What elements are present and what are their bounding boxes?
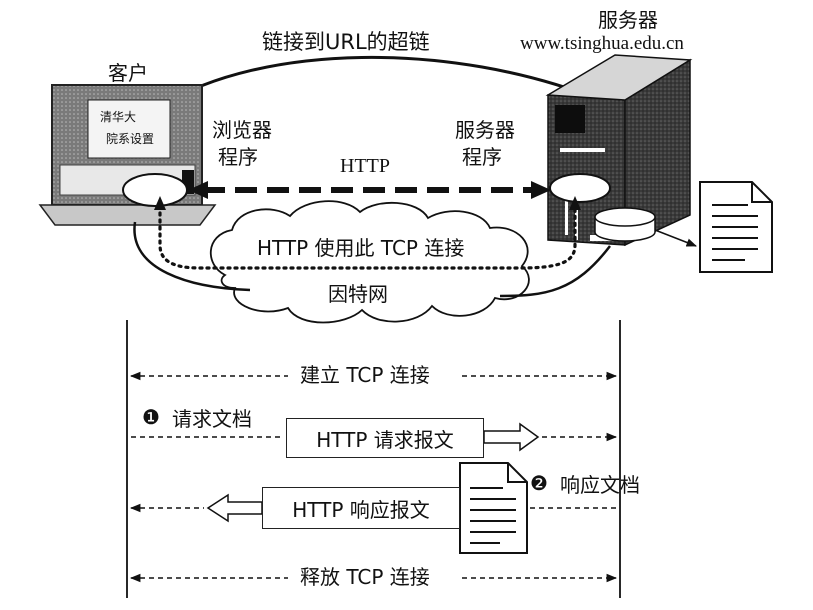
server-machine: [545, 54, 693, 247]
request-doc-label: 请求文档: [172, 407, 252, 431]
server-label: 服务器: [598, 8, 658, 32]
hyperlink-curve: [162, 56, 601, 107]
http-response-message: HTTP 响应报文: [262, 487, 460, 529]
response-marker-icon: ❷: [530, 471, 548, 495]
http-request-message: HTTP 请求报文: [286, 418, 484, 458]
server-program-label-1: 服务器: [455, 118, 515, 142]
browser-program-label-1: 浏览器: [212, 118, 272, 142]
client-label: 客户: [108, 61, 148, 85]
browser-program-ellipse: [122, 173, 188, 207]
server-domain: www.tsinghua.edu.cn: [520, 33, 684, 54]
server-program-label-2: 程序: [462, 145, 502, 169]
physical-link: [133, 221, 251, 292]
hyperlink-label: 链接到URL的超链: [262, 30, 430, 54]
monitor-screen-line-1: 清华大: [100, 110, 137, 124]
server-program-ellipse: [549, 173, 611, 203]
client-computer: [38, 84, 217, 226]
document-icon-response: [459, 462, 528, 554]
establish-tcp-label: 建立 TCP 连接: [300, 363, 430, 387]
disk-to-document-arrow: [654, 229, 697, 247]
document-icon-top: [699, 181, 773, 273]
request-hollow-arrow: [483, 422, 540, 452]
internet-cloud: [209, 200, 530, 324]
monitor-screen-line-2: 院系设置: [106, 132, 155, 146]
response-doc-label: 响应文档: [560, 473, 640, 497]
response-hollow-arrow: [206, 493, 263, 523]
disk-icon: [594, 207, 656, 242]
release-tcp-label: 释放 TCP 连接: [300, 565, 430, 589]
request-marker-icon: ❶: [142, 405, 160, 429]
cloud-connection-label: HTTP 使用此 TCP 连接: [257, 236, 465, 260]
browser-program-label-2: 程序: [218, 145, 258, 169]
internet-label: 因特网: [328, 282, 388, 306]
tcp-dotted-connection: [158, 203, 577, 270]
http-label: HTTP: [340, 155, 390, 177]
